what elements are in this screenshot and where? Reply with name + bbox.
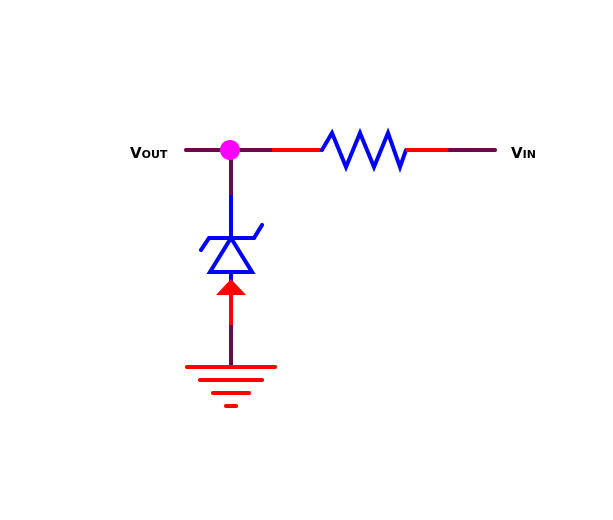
current-arrow-icon <box>216 279 246 325</box>
resistor-icon <box>320 127 408 174</box>
junction-node <box>220 140 240 160</box>
vin-label: VIN <box>511 144 536 162</box>
vout-label: VOUT <box>130 144 168 162</box>
ground-icon <box>185 365 277 408</box>
